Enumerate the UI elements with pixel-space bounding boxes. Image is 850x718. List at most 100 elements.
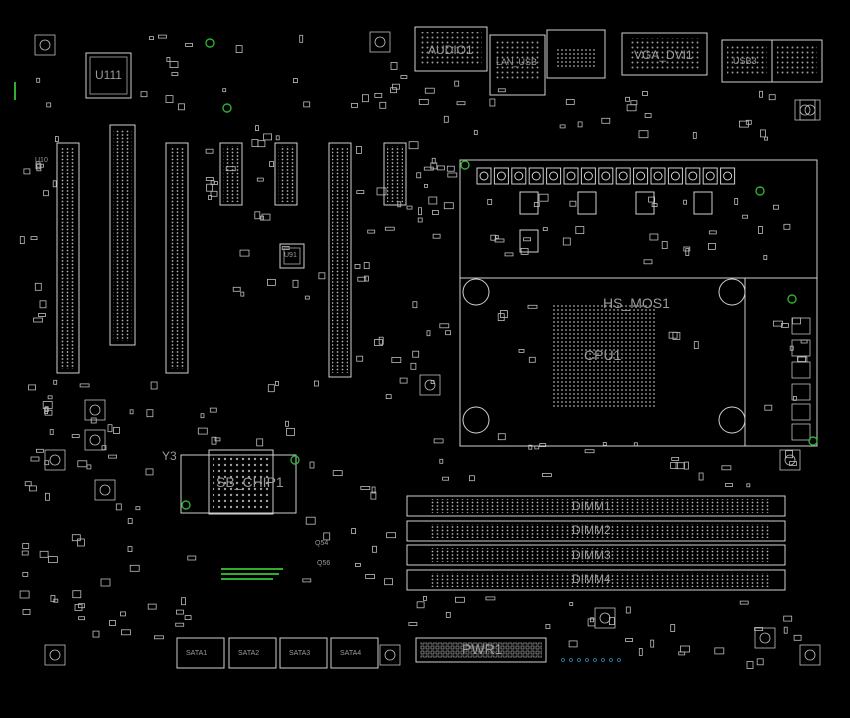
smd-component [783,223,791,230]
vrm-choke-core [549,171,559,181]
smd-component [23,168,31,175]
smd-component [255,125,259,131]
smd-component [485,596,496,601]
smd-component [157,34,167,39]
smd-component [497,88,506,93]
smd-component [385,394,392,400]
smd-component [113,427,120,434]
smd-component [625,96,630,102]
usb-connector-right [771,39,823,83]
smd-component [302,578,312,583]
smd-component [539,443,547,448]
smd-component [145,468,154,476]
smd-component [445,330,452,336]
smd-component [734,198,739,205]
smd-component [356,190,365,195]
smd-component [266,278,276,286]
smd-component [213,181,218,186]
smd-component [376,187,387,196]
smd-component [764,136,768,141]
smd-component [363,275,369,282]
smd-component [205,148,214,154]
smd-component [379,101,387,109]
smd-component [357,276,367,282]
smd-component [454,80,460,87]
smd-component [275,135,280,141]
smd-component [781,322,789,328]
smd-component [175,622,185,627]
smd-component [625,638,633,642]
smd-component [433,438,444,444]
vrm-choke-core [705,171,715,181]
smd-component [299,34,304,43]
smd-component [584,449,595,454]
smd-component [406,205,413,210]
capacitor [791,423,811,441]
vrm-choke [615,167,631,185]
smd-component [149,36,154,40]
smd-component [424,183,428,188]
smd-component [568,640,578,648]
smd-component [698,472,704,481]
smd-component [313,380,319,387]
via [585,658,589,662]
u111-chip [85,52,132,99]
smd-component [292,279,299,288]
smd-component [456,101,466,106]
dimm-slot [406,569,786,591]
smd-component [165,95,174,103]
capacitor [791,403,811,421]
vrm-choke [528,167,544,185]
smd-component [39,550,49,558]
smd-component [206,183,213,192]
smd-component [36,77,41,83]
smd-component [538,193,549,202]
smd-component [153,635,164,640]
socket-hole [718,278,746,306]
smd-component [166,57,171,62]
smd-component [108,454,117,459]
vrm-choke-core [601,171,611,181]
pcie-slot [328,142,352,378]
smd-component [120,611,126,617]
smd-component [185,43,194,47]
inductor [44,644,66,666]
smd-component [351,528,357,534]
smd-component [323,532,331,541]
smd-component [565,99,575,105]
smd-component [372,545,377,553]
inductor [594,607,616,629]
smd-component [417,217,423,223]
capacitor [791,383,811,401]
inductor [34,34,56,56]
smd-component [355,145,362,154]
smd-component [121,629,131,636]
smd-component [22,609,31,615]
smd-component [361,94,369,103]
vrm-choke [685,167,701,185]
smd-component [542,227,548,232]
smd-component [644,113,652,118]
smd-component [370,491,377,500]
smd-component [21,550,29,556]
smd-component [426,330,431,337]
smd-component [759,90,763,98]
smd-component [77,538,85,547]
inductor [84,399,106,421]
smd-component [30,236,38,241]
inductor [94,479,116,501]
inductor-core [384,649,396,661]
smd-component [562,237,571,246]
smd-component [746,661,754,669]
smd-component [371,486,376,494]
smd-component [648,196,655,203]
smd-component [764,404,773,411]
smd-component [115,503,122,511]
inductor [419,374,441,396]
smd-component [643,259,653,265]
smd-component [520,247,529,255]
smd-component [446,165,455,172]
vrm-region-outline [459,159,818,279]
smd-component [147,603,157,610]
sb-chip [208,449,274,515]
